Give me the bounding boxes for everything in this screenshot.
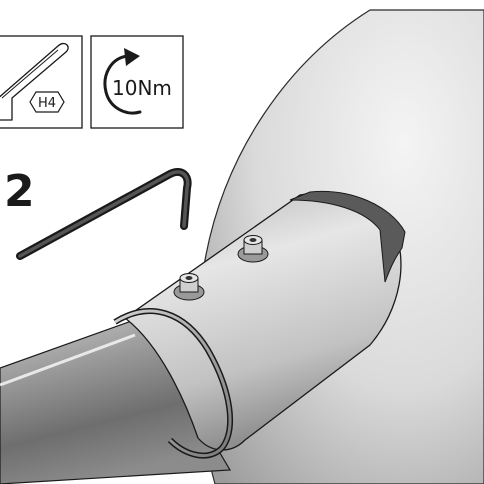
hex-head-icon <box>29 91 65 113</box>
set-screw-front <box>173 273 205 301</box>
rear-flange <box>289 190 406 283</box>
tube-highlight <box>0 333 136 387</box>
hex-key-icon <box>0 42 69 121</box>
hex-key-size: H4 <box>38 96 56 111</box>
set-screw-rear <box>237 235 269 263</box>
arrow-head-icon <box>124 48 140 66</box>
step-number: 2 <box>4 166 35 217</box>
tool-spec-box: H4 <box>0 35 83 129</box>
torque-value: 10Nm <box>112 76 172 100</box>
rotate-arrow-icon <box>103 54 142 115</box>
torque-spec-box: 10Nm <box>90 35 184 129</box>
